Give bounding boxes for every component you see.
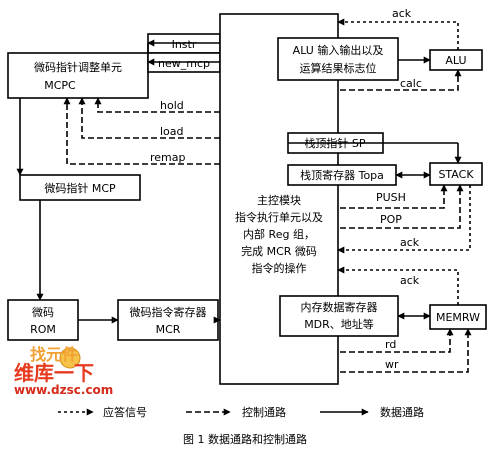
legend-data-label: 数据通路 <box>380 405 424 419</box>
push-wire <box>340 184 448 209</box>
alu-io-label-2: 运算结果标志位 <box>300 61 377 75</box>
mcpc-block: 微码指针调整单元 MCPC <box>7 52 149 99</box>
hold-wire <box>94 97 220 113</box>
mcp-block: 微码指针 MCP <box>19 174 141 201</box>
instr-label: Instr <box>172 38 197 51</box>
main-label-5: 指令的操作 <box>252 261 307 275</box>
main-label-1: 主控模块 <box>257 193 301 207</box>
rom-block: 微码 ROM <box>7 299 79 341</box>
load-label: load <box>160 125 184 138</box>
control-paths: hold load remap calc PUSH POP rd wr <box>63 69 472 373</box>
rd-wire <box>340 328 454 353</box>
legend-ack-label: 应答信号 <box>103 405 147 419</box>
alu-block: ALU <box>429 49 483 71</box>
hold-label: hold <box>160 99 184 112</box>
main-label-3: 内部 Reg 组， <box>243 227 315 241</box>
new-mcp-label: new_mcp <box>158 57 210 70</box>
wr-label: wr <box>385 358 399 371</box>
topa-block: 栈顶寄存器 Topa <box>287 164 397 186</box>
mcr-label-1: 微码指令寄存器 <box>130 305 207 319</box>
svg-text:维库一下: 维库一下 <box>14 361 94 385</box>
ack-stack-label: ack <box>400 236 420 249</box>
wr-wire <box>340 328 472 373</box>
alu-io-label-1: ALU 输入输出以及 <box>293 43 384 57</box>
rom-label-1: 微码 <box>32 305 54 319</box>
ack-mem-wire <box>337 266 459 305</box>
alu-label: ALU <box>445 54 466 67</box>
ack-stack-wire <box>337 185 471 254</box>
mcr-block: 微码指令寄存器 MCR <box>117 299 219 341</box>
data-paths <box>16 39 462 324</box>
ack-alu-wire <box>337 18 459 50</box>
rom-label-2: ROM <box>30 323 56 336</box>
remap-label: remap <box>150 151 186 164</box>
memrw-label: MEMRW <box>436 311 480 324</box>
mdr-label-2: MDR、地址等 <box>304 317 374 331</box>
pop-label: POP <box>380 213 402 226</box>
calc-wire <box>340 69 462 91</box>
ack-alu-label: ack <box>392 7 412 20</box>
mcp-label: 微码指针 MCP <box>44 181 116 195</box>
mdr-label-1: 内存数据寄存器 <box>301 300 378 314</box>
push-label: PUSH <box>376 191 406 204</box>
ack-paths: ack ack ack <box>337 7 471 305</box>
legend: 应答信号 控制通路 数据通路 <box>58 405 424 419</box>
svg-text:找元件: 找元件 <box>30 345 78 364</box>
topa-label: 栈顶寄存器 Topa <box>300 168 384 182</box>
main-label-2: 指令执行单元以及 <box>235 210 323 224</box>
calc-label: calc <box>400 77 422 90</box>
mcr-label-2: MCR <box>156 323 181 336</box>
mcpc-label-1: 微码指针调整单元 <box>34 60 122 74</box>
stack-block: STACK <box>429 162 483 186</box>
mdr-block: 内存数据寄存器 MDR、地址等 <box>279 295 399 337</box>
watermark-logo: 找元件 维库一下 www.dzsc.com <box>14 345 113 397</box>
load-wire <box>78 97 220 139</box>
memrw-block: MEMRW <box>429 304 487 330</box>
mcpc-label-2: MCPC <box>44 79 76 92</box>
svg-text:www.dzsc.com: www.dzsc.com <box>14 383 113 397</box>
ack-mem-label: ack <box>400 274 420 287</box>
alu-io-block: ALU 输入输出以及 运算结果标志位 <box>277 37 399 81</box>
pop-wire <box>340 184 464 229</box>
legend-control-label: 控制通路 <box>242 405 286 419</box>
figure-caption: 图 1 数据通路和控制通路 <box>183 432 307 446</box>
main-label-4: 完成 MCR 微码 <box>241 244 317 258</box>
remap-wire <box>63 97 220 165</box>
rd-label: rd <box>385 338 396 351</box>
stack-label: STACK <box>438 168 474 181</box>
